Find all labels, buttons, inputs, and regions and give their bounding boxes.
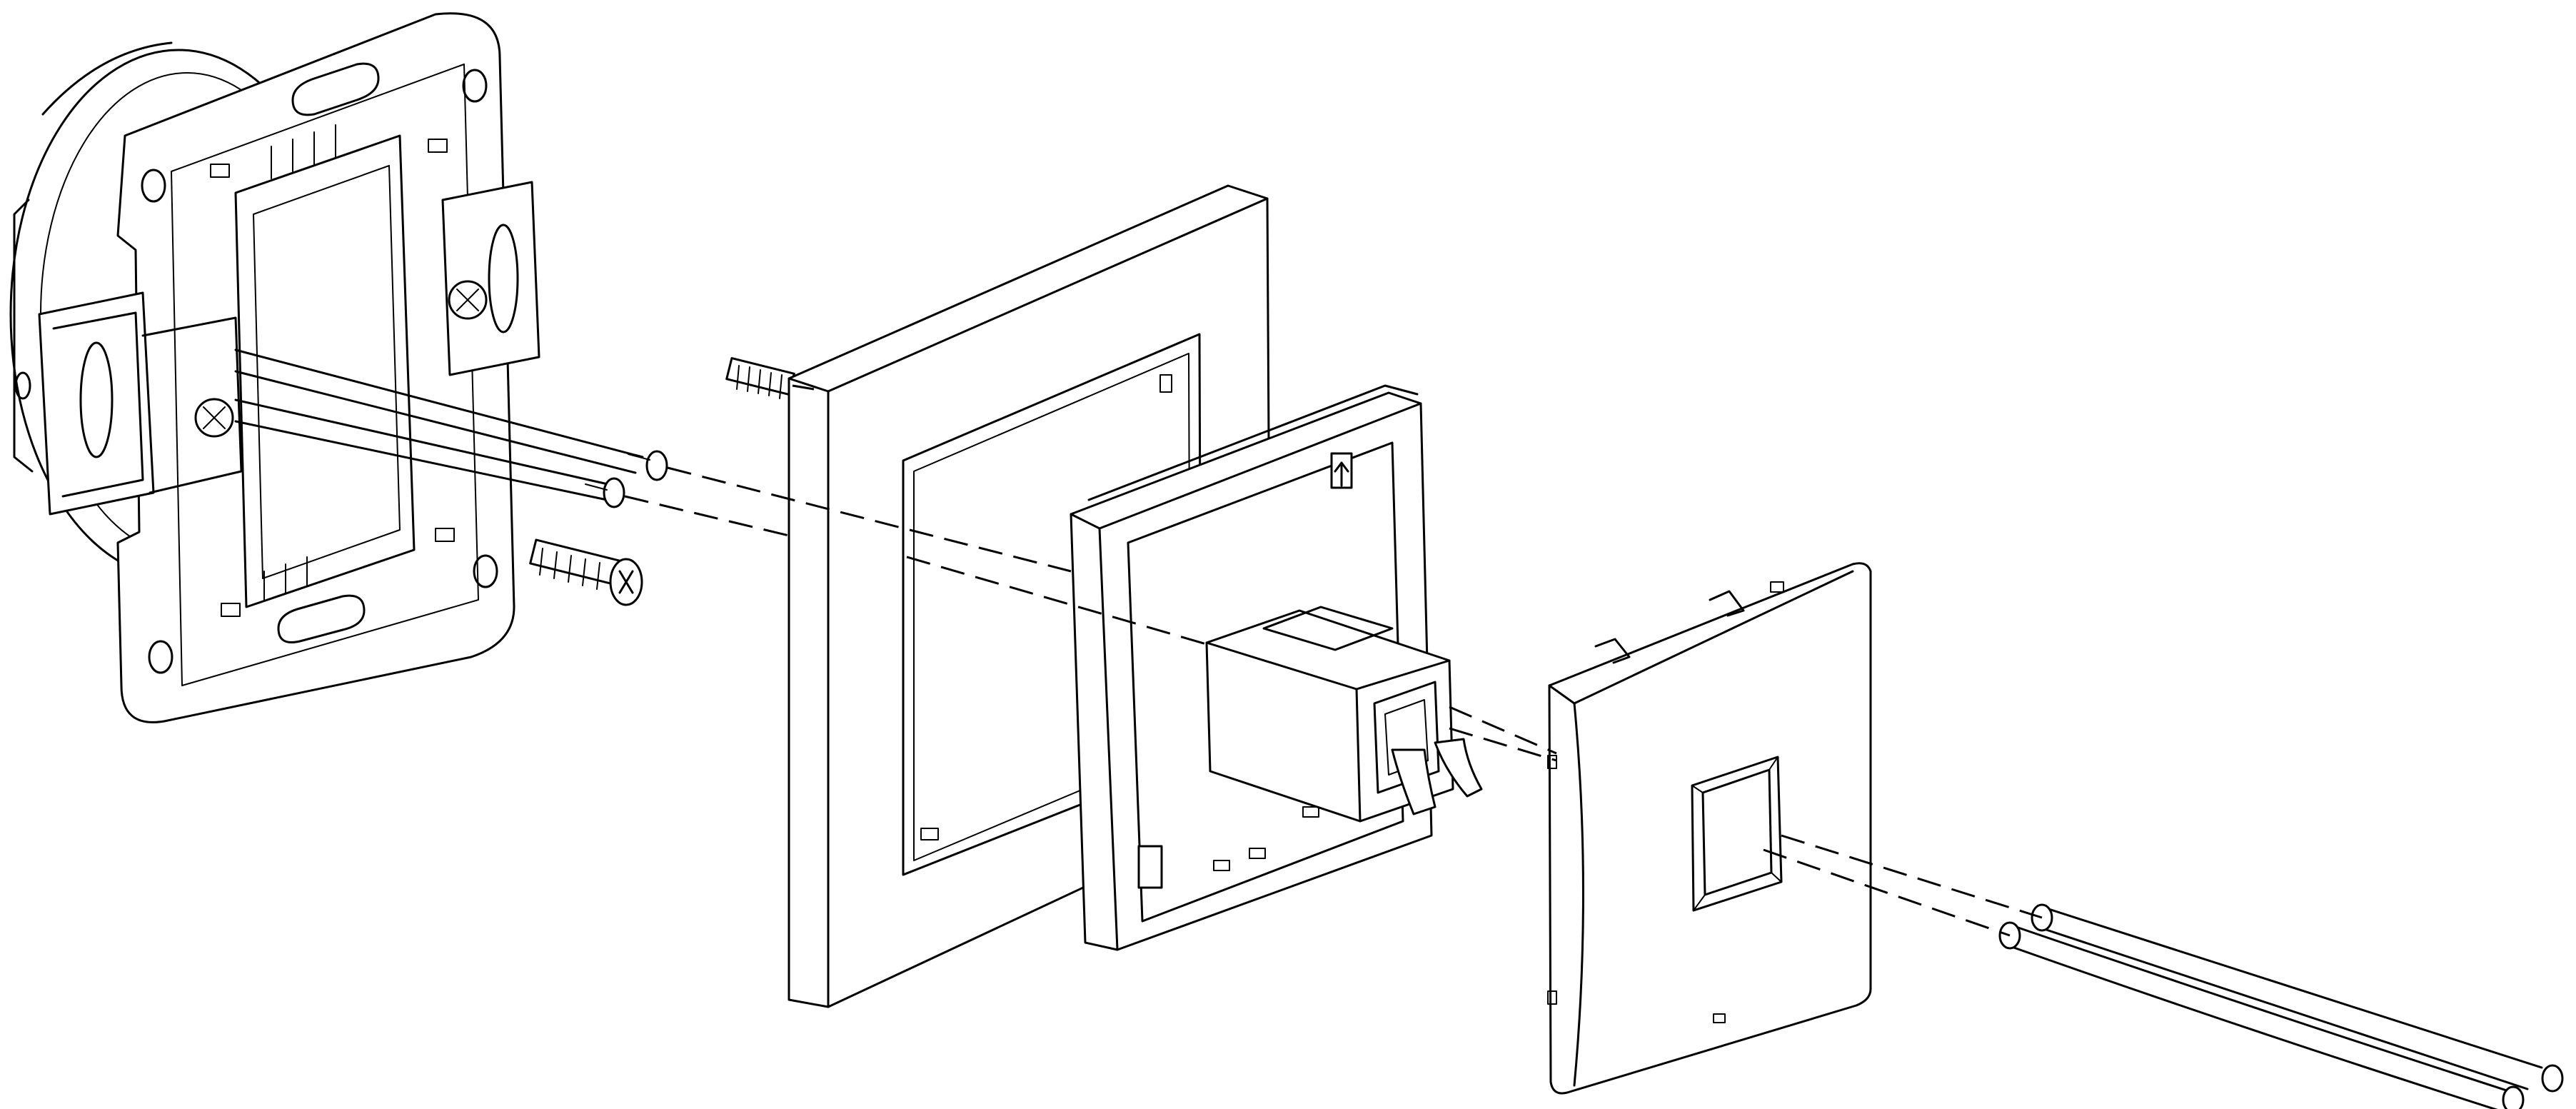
data-cable xyxy=(1998,903,2564,1109)
mounting-box-with-support-frame xyxy=(9,12,540,723)
fixing-screw-upper xyxy=(725,357,795,399)
cable-pair-from-box xyxy=(234,348,668,508)
face-plate xyxy=(1547,562,1872,1095)
data-outlet-module xyxy=(1070,384,1483,951)
fixing-screw-lower xyxy=(529,538,643,606)
alignment-lines xyxy=(624,384,2043,937)
